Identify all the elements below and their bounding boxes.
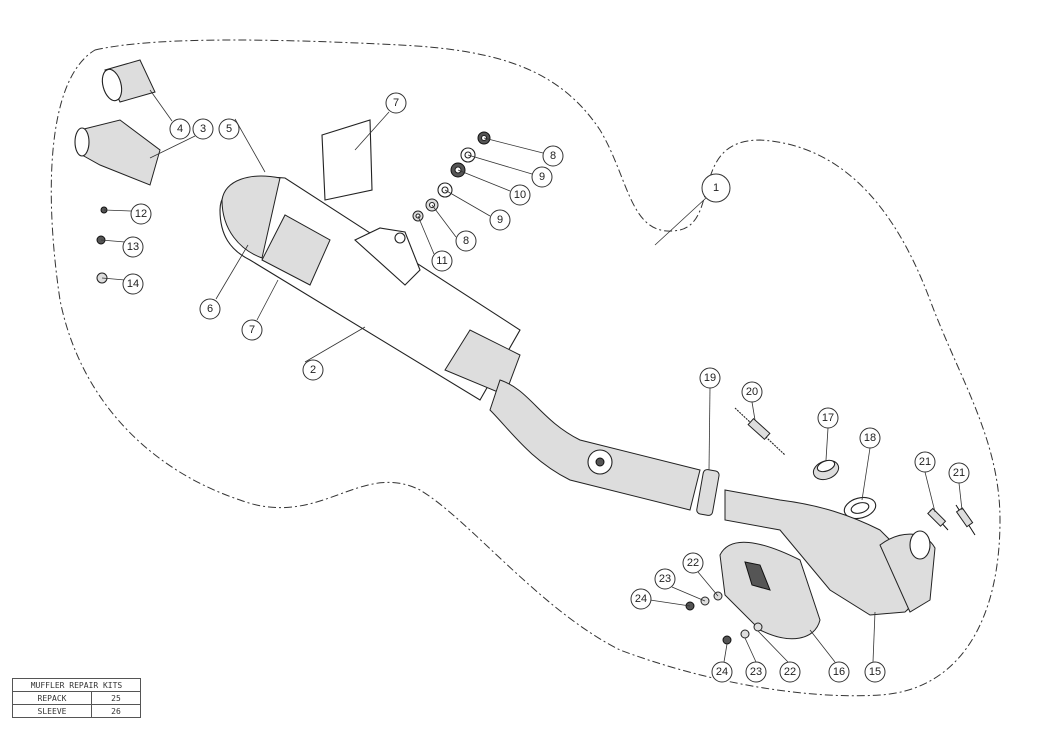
callout-9-top: 9 — [531, 166, 553, 188]
svg-text:20: 20 — [746, 386, 758, 398]
kit-number: 25 — [91, 691, 141, 705]
svg-text:6: 6 — [207, 303, 213, 315]
callout-6: 6 — [199, 298, 221, 320]
callout-7-bottom: 7 — [241, 319, 263, 341]
callout-24-top: 24 — [630, 588, 652, 610]
callout-2: 2 — [302, 359, 324, 381]
callout-24-bottom: 24 — [711, 661, 733, 683]
leader-lines — [100, 89, 963, 663]
svg-text:24: 24 — [635, 593, 647, 605]
muffler-body — [219, 175, 521, 401]
kits-table-title: MUFFLER REPAIR KITS — [12, 678, 141, 692]
callout-19: 19 — [699, 367, 721, 389]
spring-20-part — [734, 407, 786, 456]
svg-text:18: 18 — [864, 432, 876, 444]
callout-23-top: 23 — [654, 568, 676, 590]
svg-text:21: 21 — [953, 467, 965, 479]
svg-text:15: 15 — [869, 666, 881, 678]
callout-22-bottom: 22 — [779, 661, 801, 683]
svg-text:8: 8 — [463, 235, 469, 247]
callout-4: 4 — [169, 118, 191, 140]
heat-shield-16-part — [719, 541, 821, 640]
callout-8-bottom: 8 — [455, 230, 477, 252]
callout-16: 16 — [828, 661, 850, 683]
svg-text:8: 8 — [550, 150, 556, 162]
washer-stack — [412, 131, 491, 222]
svg-text:13: 13 — [127, 241, 139, 253]
svg-text:3: 3 — [200, 123, 206, 135]
svg-text:19: 19 — [704, 372, 716, 384]
svg-text:2: 2 — [310, 364, 316, 376]
callout-9-bottom: 9 — [489, 209, 511, 231]
sleeve-19-part — [696, 469, 720, 516]
callout-20: 20 — [741, 381, 763, 403]
callout-10: 10 — [509, 184, 531, 206]
svg-text:17: 17 — [822, 412, 834, 424]
svg-text:21: 21 — [919, 456, 931, 468]
svg-text:9: 9 — [497, 214, 503, 226]
callout-1: 1 — [701, 173, 731, 203]
svg-text:4: 4 — [177, 123, 183, 135]
svg-text:11: 11 — [436, 255, 447, 267]
svg-text:23: 23 — [659, 573, 671, 585]
muffler-repair-kits-table: MUFFLER REPAIR KITS REPACK 25 SLEEVE 26 — [12, 678, 141, 718]
svg-text:10: 10 — [514, 189, 526, 201]
springs-21-part — [927, 504, 976, 536]
svg-text:5: 5 — [226, 123, 232, 135]
callout-21-left: 21 — [914, 451, 936, 473]
kit-number: 26 — [91, 704, 141, 718]
end-cap-part — [101, 59, 156, 103]
callout-17: 17 — [817, 407, 839, 429]
svg-text:24: 24 — [716, 666, 728, 678]
mid-pipe-part — [489, 379, 701, 511]
svg-text:9: 9 — [539, 171, 545, 183]
kit-name: SLEEVE — [12, 704, 92, 718]
svg-text:1: 1 — [713, 182, 719, 194]
callout-7-top: 7 — [385, 92, 407, 114]
callout-14: 14 — [122, 273, 144, 295]
flange-18-part — [843, 496, 877, 520]
svg-text:23: 23 — [750, 666, 762, 678]
callout-11: 11 — [431, 250, 453, 272]
callout-13: 13 — [122, 236, 144, 258]
assembly-boundary — [50, 39, 1001, 697]
small-fasteners — [96, 206, 108, 284]
svg-text:7: 7 — [249, 324, 255, 336]
link-pipe-part — [74, 119, 161, 186]
callout-21-right: 21 — [948, 462, 970, 484]
callout-15: 15 — [864, 661, 886, 683]
callout-23-bottom: 23 — [745, 661, 767, 683]
callout-22-top: 22 — [682, 552, 704, 574]
svg-text:7: 7 — [393, 97, 399, 109]
header-pipe-part — [724, 489, 936, 616]
svg-text:22: 22 — [784, 666, 796, 678]
table-row: SLEEVE 26 — [12, 704, 141, 718]
svg-text:14: 14 — [127, 278, 139, 290]
heat-label-part — [321, 119, 373, 201]
svg-text:22: 22 — [687, 557, 699, 569]
callout-3: 3 — [192, 118, 214, 140]
callout-18: 18 — [859, 427, 881, 449]
callout-5: 5 — [218, 118, 240, 140]
table-row: REPACK 25 — [12, 691, 141, 705]
svg-text:16: 16 — [833, 666, 845, 678]
callout-8-top: 8 — [542, 145, 564, 167]
callout-12: 12 — [130, 203, 152, 225]
kit-name: REPACK — [12, 691, 92, 705]
svg-text:12: 12 — [135, 208, 147, 220]
gasket-17-part — [812, 459, 840, 481]
